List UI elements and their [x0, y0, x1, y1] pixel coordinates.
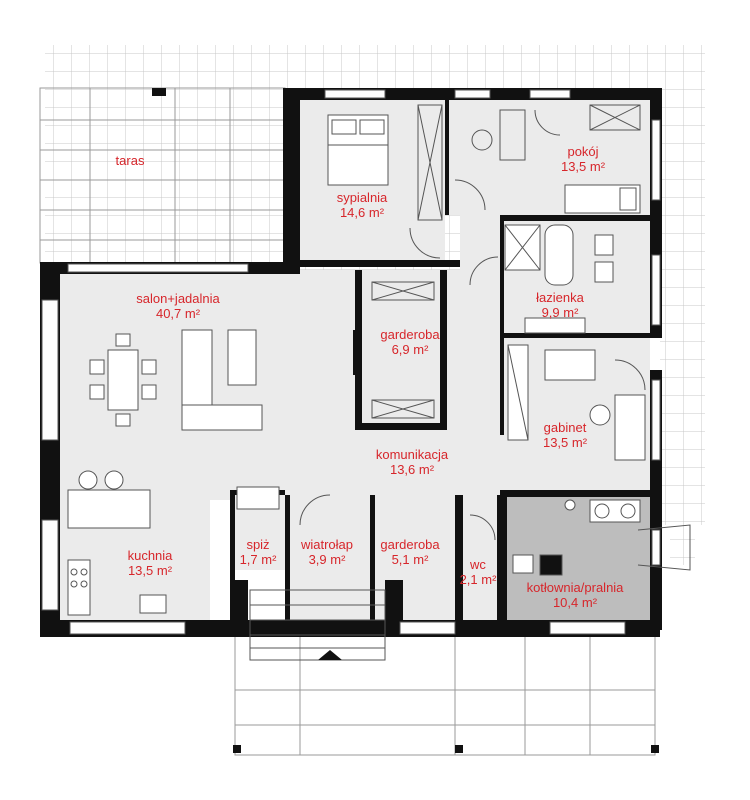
room-label-spiz: spiż 1,7 m²	[240, 537, 277, 567]
room-area: 3,9 m²	[308, 552, 346, 567]
tv-unit	[353, 330, 357, 375]
room-area: 2,1 m²	[459, 572, 497, 587]
room-label-komunikacja: komunikacja 13,6 m²	[376, 447, 448, 477]
bed-pokoj	[564, 184, 641, 214]
desk-pokoj	[471, 104, 641, 161]
entrance-pergola	[234, 629, 656, 756]
room-area: 9,9 m²	[541, 305, 579, 320]
room-label-wiatrolap: wiatrołap 3,9 m²	[301, 537, 353, 567]
room-area: 13,5 m²	[560, 159, 606, 174]
room-label-gabinet: gabinet 13,5 m²	[543, 420, 587, 450]
room-name: wiatrołap	[300, 537, 354, 552]
room-name: spiż	[246, 537, 270, 552]
room-area: 14,6 m²	[339, 205, 385, 220]
room-name: gabinet	[543, 420, 587, 435]
room-label-pokoj: pokój 13,5 m²	[561, 144, 605, 174]
room-label-kuchnia: kuchnia 13,5 m²	[128, 548, 173, 578]
entrance-arrow	[318, 650, 342, 660]
room-label-kotlownia: kotłownia/pralnia 10,4 m²	[527, 580, 624, 610]
bathroom-fixtures	[504, 224, 614, 334]
garderoba-shelves	[371, 281, 435, 419]
room-name: kotłownia/pralnia	[526, 580, 624, 595]
chimney	[236, 486, 280, 510]
room-area: 5,1 m²	[391, 552, 429, 567]
room-area: 13,6 m²	[389, 462, 435, 477]
kitchen-furniture	[67, 470, 167, 616]
room-name: pokój	[567, 144, 599, 159]
wardrobe-bedroom	[417, 104, 443, 221]
dining-table	[89, 333, 157, 427]
room-label-taras: taras	[116, 153, 145, 168]
room-area: 13,5 m²	[127, 563, 173, 578]
room-label-wc: wc 2,1 m²	[460, 557, 497, 587]
room-name: komunikacja	[375, 447, 449, 462]
room-name: kuchnia	[127, 548, 173, 563]
room-area: 6,9 m²	[391, 342, 429, 357]
pergola-post	[152, 88, 166, 96]
room-area: 40,7 m²	[155, 306, 201, 321]
room-name: sypialnia	[336, 190, 388, 205]
room-label-sypialnia: sypialnia 14,6 m²	[337, 190, 388, 220]
room-area: 13,5 m²	[542, 435, 588, 450]
boiler-room-equipment	[512, 499, 641, 576]
entrance-steps	[249, 589, 386, 661]
room-name: salon+jadalnia	[136, 291, 220, 306]
room-label-salon: salon+jadalnia 40,7 m²	[136, 291, 219, 321]
room-name: garderoba	[380, 327, 440, 342]
room-area: 1,7 m²	[239, 552, 277, 567]
pergola-posts	[233, 745, 659, 753]
doors	[299, 109, 691, 571]
room-name: wc	[470, 557, 486, 572]
room-name: łazienka	[536, 290, 584, 305]
room-name: taras	[115, 153, 145, 168]
windows	[41, 89, 661, 635]
room-name: garderoba	[380, 537, 440, 552]
room-label-garderoba-2: garderoba 5,1 m²	[380, 537, 439, 567]
gabinet-furniture	[507, 344, 646, 461]
room-label-garderoba-1: garderoba 6,9 m²	[380, 327, 439, 357]
bed	[327, 114, 389, 186]
room-area: 10,4 m²	[552, 595, 598, 610]
sofa	[181, 329, 263, 431]
room-label-lazienka: łazienka 9,9 m²	[536, 290, 584, 320]
